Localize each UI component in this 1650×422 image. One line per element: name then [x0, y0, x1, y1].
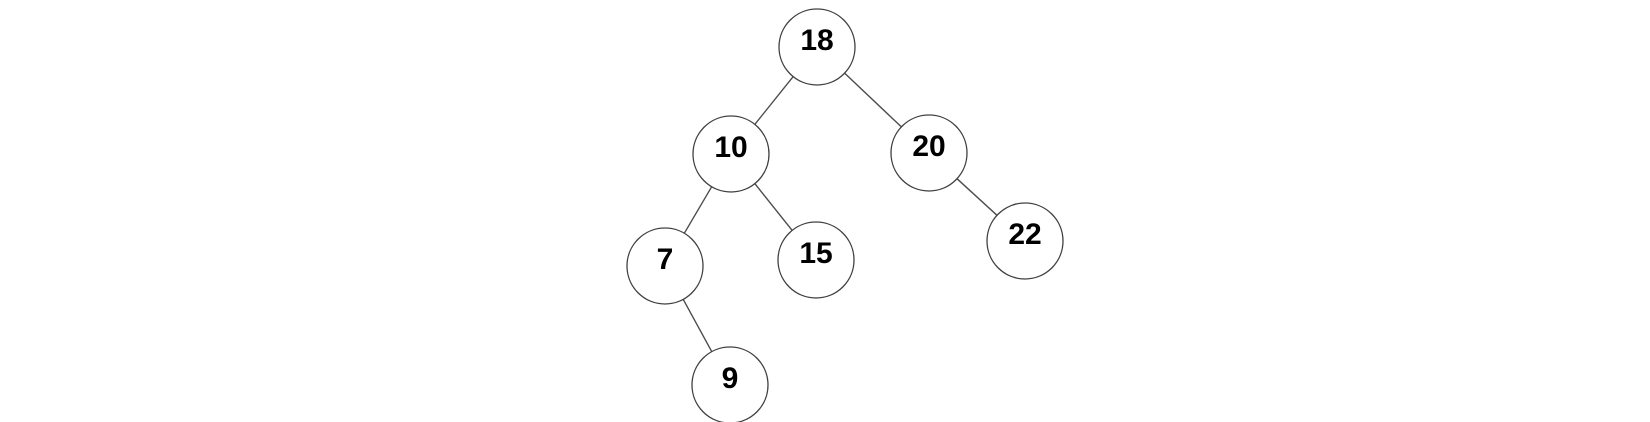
- tree-node-circle-18: [778, 8, 856, 86]
- tree-node-label-22: 22: [1008, 218, 1041, 251]
- tree-node-label-20: 20: [912, 130, 945, 163]
- tree-node-label-9: 9: [722, 362, 739, 395]
- tree-edge-20-22: [956, 177, 998, 217]
- tree-node-circle-15: [777, 221, 855, 299]
- tree-node-label-10: 10: [714, 131, 747, 164]
- tree-node-circle-20: [890, 114, 968, 192]
- tree-node-9: 9: [691, 346, 769, 422]
- tree-node-15: 15: [777, 221, 855, 299]
- tree-edge-18-10: [754, 75, 794, 126]
- tree-node-circle-7: [626, 227, 704, 305]
- tree-node-10: 10: [692, 115, 770, 193]
- tree-node-20: 20: [890, 114, 968, 192]
- tree-node-label-15: 15: [799, 237, 832, 270]
- tree-edge-18-20: [843, 72, 903, 128]
- tree-edge-7-9: [682, 298, 713, 353]
- tree-node-7: 7: [626, 227, 704, 305]
- tree-node-label-18: 18: [800, 24, 833, 57]
- tree-edge-10-7: [683, 185, 713, 235]
- tree-node-circle-10: [692, 115, 770, 193]
- tree-edge-10-15: [754, 182, 793, 232]
- tree-node-22: 22: [986, 202, 1064, 280]
- tree-node-circle-9: [691, 346, 769, 422]
- tree-node-18: 18: [778, 8, 856, 86]
- tree-node-circle-22: [986, 202, 1064, 280]
- tree-node-label-7: 7: [657, 243, 674, 276]
